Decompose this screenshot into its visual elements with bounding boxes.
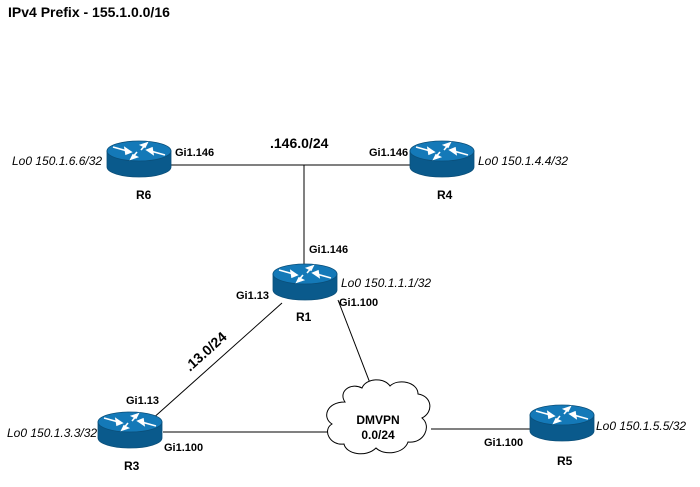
router-r5-icon[interactable] bbox=[529, 404, 595, 442]
page-title: IPv4 Prefix - 155.1.0.0/16 bbox=[8, 4, 170, 20]
dmvpn-cloud-label: DMVPN bbox=[356, 413, 399, 427]
router-r3-interface-100: Gi1.100 bbox=[164, 442, 203, 454]
router-r1-interface-146: Gi1.146 bbox=[309, 244, 348, 256]
router-r5-name: R5 bbox=[557, 454, 573, 468]
dmvpn-cloud-subnet: 0.0/24 bbox=[361, 428, 395, 442]
router-r6-loopback: Lo0 150.1.6.6/32 bbox=[12, 154, 102, 168]
router-r4-loopback: Lo0 150.1.4.4/32 bbox=[478, 154, 568, 168]
router-r4-icon[interactable] bbox=[409, 140, 475, 178]
router-r5-loopback: Lo0 150.1.5.5/32 bbox=[596, 419, 686, 433]
router-r1-interface-100: Gi1.100 bbox=[339, 297, 378, 309]
subnet-146-label: .146.0/24 bbox=[270, 135, 329, 151]
router-r1-icon[interactable] bbox=[272, 263, 338, 301]
dmvpn-cloud-icon: DMVPN 0.0/24 bbox=[326, 379, 431, 455]
router-r6-interface: Gi1.146 bbox=[175, 147, 214, 159]
router-r3-interface-13: Gi1.13 bbox=[126, 395, 159, 407]
router-r4-name: R4 bbox=[437, 188, 453, 202]
subnet-13-label: .13.0/24 bbox=[181, 328, 229, 374]
router-r6-name: R6 bbox=[136, 188, 152, 202]
router-r3-name: R3 bbox=[124, 459, 140, 473]
router-r1-name: R1 bbox=[296, 310, 312, 324]
router-r3-loopback: Lo0 150.1.3.3/32 bbox=[7, 426, 97, 440]
link-r1-dmvpn bbox=[337, 299, 376, 397]
router-r5-interface: Gi1.100 bbox=[484, 437, 523, 449]
router-r1-interface-13: Gi1.13 bbox=[236, 290, 269, 302]
router-r4-interface: Gi1.146 bbox=[369, 147, 408, 159]
link-r1-r3 bbox=[150, 302, 283, 421]
router-r1-loopback: Lo0 150.1.1.1/32 bbox=[341, 276, 431, 290]
router-r3-icon[interactable] bbox=[97, 411, 163, 449]
router-r6-icon[interactable] bbox=[106, 140, 172, 178]
